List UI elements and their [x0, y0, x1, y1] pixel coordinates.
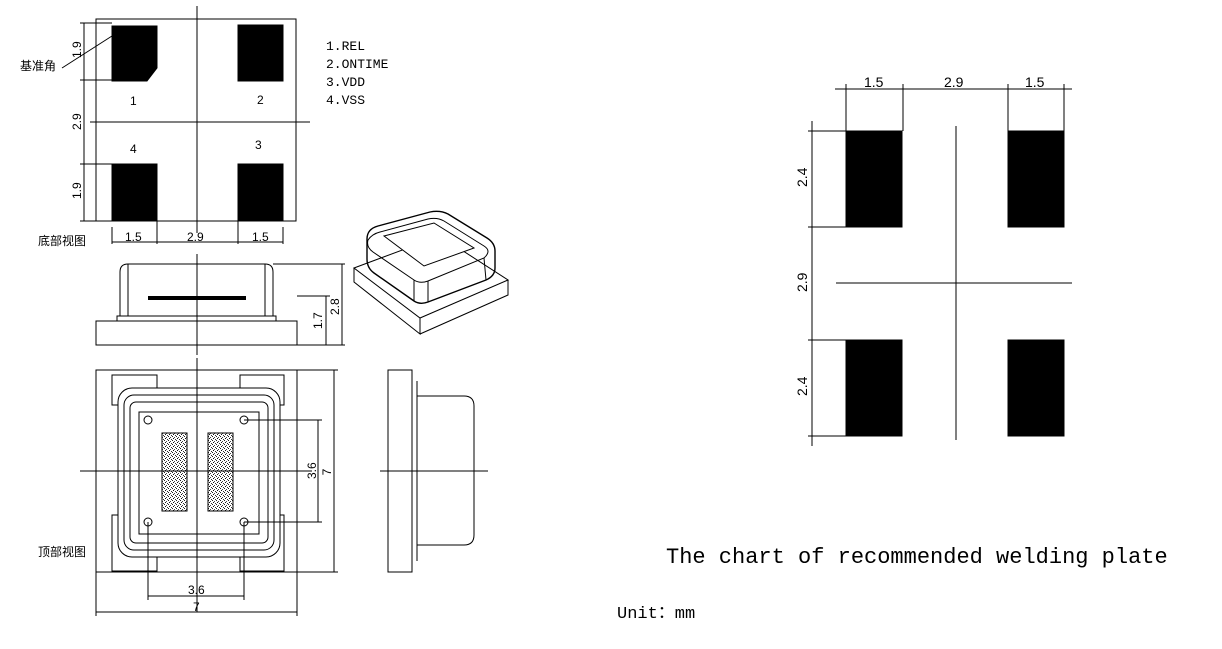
pin-number-2: 2 — [257, 93, 264, 107]
welding-plate-view — [808, 84, 1072, 446]
dim-bottom-gap-w: 2.9 — [187, 230, 204, 244]
bottom-view-title: 底部视图 — [38, 234, 87, 248]
dim-bottom-top-pad: 1.9 — [70, 41, 84, 58]
dim-side-total-h: 2.8 — [328, 298, 342, 315]
dim-wp-gap-w: 2.9 — [944, 74, 964, 90]
isometric-view — [352, 210, 510, 336]
dim-wp-gap-h: 2.9 — [794, 272, 810, 292]
dim-top-outer-w: 7 — [193, 600, 200, 614]
sensor-element-left — [161, 432, 188, 512]
right-side-view — [380, 369, 488, 573]
top-view — [80, 358, 338, 616]
wp-pad-top-right — [1007, 130, 1065, 228]
bottom-view-outline — [95, 18, 297, 222]
pin-list-item-2: 2.ONTIME — [326, 57, 389, 72]
dim-bottom-left-pad-w: 1.5 — [125, 230, 142, 244]
pin-number-3: 3 — [255, 138, 262, 152]
welding-plate-title: The chart of recommended welding plate — [666, 545, 1168, 570]
top-view-title: 顶部视图 — [38, 545, 87, 559]
pin-number-4: 4 — [130, 142, 137, 156]
reference-corner-label: 基准角 — [20, 59, 57, 73]
pad-2 — [237, 24, 284, 82]
dim-wp-left-pad-w: 1.5 — [864, 74, 884, 90]
pin-list-item-4: 4.VSS — [326, 93, 366, 108]
bottom-view — [61, 6, 310, 244]
pin-list-item-3: 3.VDD — [326, 75, 366, 90]
dim-top-inner-w: 3.6 — [188, 583, 205, 597]
dim-bottom-right-pad-w: 1.5 — [252, 230, 269, 244]
unit-label: Unit：mm — [617, 605, 696, 624]
pad-1-chamfered — [111, 25, 158, 82]
isometric-window — [382, 222, 476, 267]
wp-pad-bottom-right — [1007, 339, 1065, 437]
sensor-element-right — [207, 432, 234, 512]
wp-pad-top-left — [845, 130, 903, 228]
pin-list-item-1: 1.REL — [326, 39, 366, 54]
dim-side-body-h: 1.7 — [311, 312, 325, 329]
dim-bottom-bottom-pad: 1.9 — [70, 182, 84, 199]
dim-bottom-middle: 2.9 — [70, 113, 84, 130]
dim-wp-right-pad-w: 1.5 — [1025, 74, 1045, 90]
pad-4 — [111, 163, 158, 221]
side-view — [95, 254, 345, 355]
dim-top-inner-h: 3.6 — [305, 462, 319, 479]
pin-number-1: 1 — [130, 94, 137, 108]
dim-wp-top-pad-h: 2.4 — [794, 167, 810, 187]
pad-3 — [237, 163, 284, 221]
dim-top-outer-h: 7 — [320, 468, 334, 476]
wp-pad-bottom-left — [845, 339, 903, 437]
dim-wp-bottom-pad-h: 2.4 — [794, 376, 810, 396]
